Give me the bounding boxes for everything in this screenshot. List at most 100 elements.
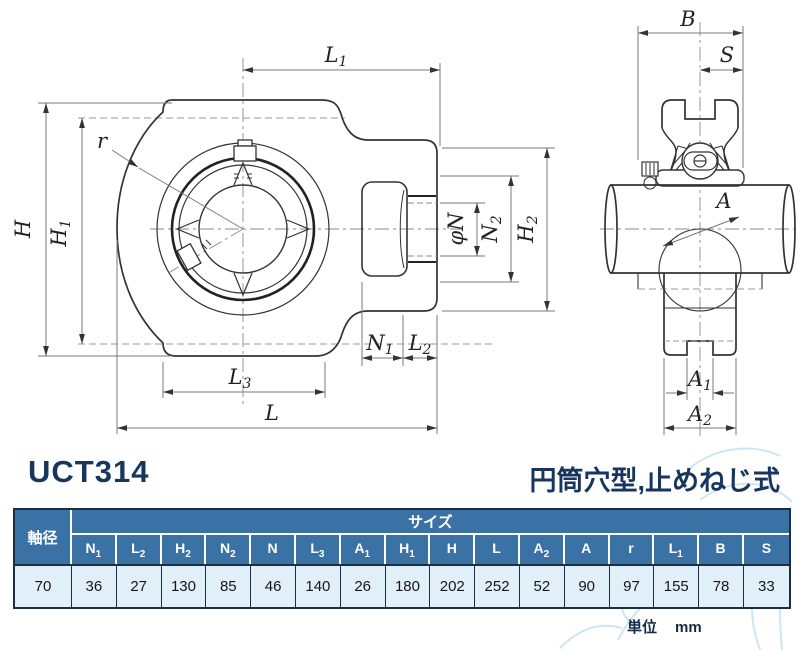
col-header-H: H [430, 535, 476, 564]
watermark-curve [699, 482, 793, 503]
triangle-mark-right [286, 219, 311, 239]
dim-label-N1: N1 [365, 331, 393, 358]
col-main: L [492, 539, 501, 556]
value-H: 202 [430, 564, 476, 607]
dim-label-phiN: φN [444, 212, 468, 246]
shaft-break-right [782, 184, 796, 274]
watermark-curve [559, 624, 623, 649]
part-code-title: UCT314 [28, 454, 150, 489]
col-header-A: A [564, 535, 610, 564]
setscrew-top [233, 145, 257, 162]
col-main: H [446, 539, 457, 556]
dim-label-A1: A1 [686, 367, 712, 394]
col-main: A [533, 539, 544, 556]
col-main: H [399, 539, 410, 556]
dim-label-r: r [97, 129, 109, 153]
side-view: A B S A1 [600, 7, 796, 438]
col-sub: 2 [230, 548, 236, 560]
value-A1: 26 [340, 564, 386, 607]
thread-tick [205, 239, 212, 246]
col-sub: 2 [543, 548, 550, 560]
technical-drawing: r H H1 L1 φN [11, 7, 796, 438]
col-main: H [175, 539, 186, 556]
col-main: B [715, 539, 726, 556]
dimension-table: 軸径 サイズ N1 L2 H2 N2 N L3 A1 H1 H L A2 A r… [13, 508, 791, 609]
triangle-mark-left [175, 219, 200, 239]
dim-label-H1: H1 [47, 219, 74, 247]
value-N1: 36 [72, 564, 117, 607]
watermark-curve [687, 447, 781, 471]
insert-inner-circle [178, 164, 308, 294]
dim-label-H: H [11, 219, 35, 239]
unit-label: 単位 [627, 619, 658, 636]
hatch-line [715, 151, 729, 167]
col-main: L [668, 539, 678, 556]
dim-label-L3: L3 [228, 365, 252, 392]
front-view: r H H1 L1 φN [11, 43, 555, 434]
col-sub: 1 [95, 548, 102, 560]
dim-line-A [662, 216, 740, 247]
col-sub: 2 [139, 548, 146, 560]
r-leader-line [138, 167, 244, 230]
r-leader-arrow [111, 149, 139, 168]
col-header-N: N [251, 535, 296, 564]
unit-value: mm [675, 619, 702, 636]
setscrew-cap-top [237, 139, 253, 147]
col-header-N1: N1 [72, 535, 117, 564]
col-main: S [761, 539, 772, 556]
col-main: A [354, 539, 365, 556]
value-shaft: 70 [15, 564, 72, 607]
unit-note: 単位 mm [627, 616, 702, 637]
value-L2: 27 [116, 564, 162, 607]
value-H1: 180 [385, 564, 431, 607]
dim-label-A2: A2 [686, 402, 712, 429]
value-B: 78 [699, 564, 744, 607]
grease-fitting-ball [643, 176, 657, 190]
col-header-H1: H1 [385, 535, 431, 564]
thread-tick [201, 243, 208, 250]
col-sub: 2 [185, 548, 191, 560]
dim-label-H2: H2 [514, 215, 541, 243]
value-L: 252 [475, 564, 520, 607]
value-A: 90 [564, 564, 610, 607]
table-value-row: 70 36 27 130 85 46 140 26 180 202 252 52… [15, 564, 789, 607]
value-A2: 52 [519, 564, 565, 607]
col-main: N [267, 539, 278, 556]
col-header-L2: L2 [116, 535, 162, 564]
col-header-A2: A2 [519, 535, 565, 564]
col-header-S: S [743, 535, 789, 564]
value-L1: 155 [654, 564, 700, 607]
col-header-H2: H2 [161, 535, 207, 564]
col-header-B: B [699, 535, 744, 564]
bore-type-title: 円筒穴型,止めねじ式 [529, 466, 780, 496]
col-header-r: r [609, 535, 655, 564]
value-H2: 130 [161, 564, 207, 607]
triangle-mark-bottom [233, 272, 253, 297]
col-sub: 1 [409, 548, 415, 560]
col-main: r [628, 539, 634, 556]
size-header: サイズ [72, 510, 789, 535]
hatch-line [671, 151, 685, 167]
value-N2: 85 [206, 564, 252, 607]
setscrew-angled [176, 242, 202, 272]
dim-label-L: L [264, 401, 279, 425]
slide-slot-window [361, 181, 408, 277]
col-main: L [131, 539, 140, 556]
value-N: 46 [251, 564, 296, 607]
col-sub: 3 [318, 548, 325, 560]
col-header-L3: L3 [295, 535, 341, 564]
shaft-break-left [604, 184, 618, 274]
dim-label-S: S [720, 43, 734, 67]
dim-label-A: A [714, 189, 731, 213]
value-S: 33 [743, 564, 789, 607]
dim-label-N2: N2 [478, 215, 505, 243]
top-block-waist-right [723, 127, 739, 175]
dim-label-L1: L1 [324, 43, 348, 70]
dim-label-B: B [679, 7, 695, 31]
value-r: 97 [609, 564, 655, 607]
col-header-L: L [475, 535, 520, 564]
top-block-outline [661, 99, 739, 128]
housing-outline [116, 99, 438, 357]
col-main: L [310, 539, 319, 556]
col-header-L1: L1 [654, 535, 700, 564]
